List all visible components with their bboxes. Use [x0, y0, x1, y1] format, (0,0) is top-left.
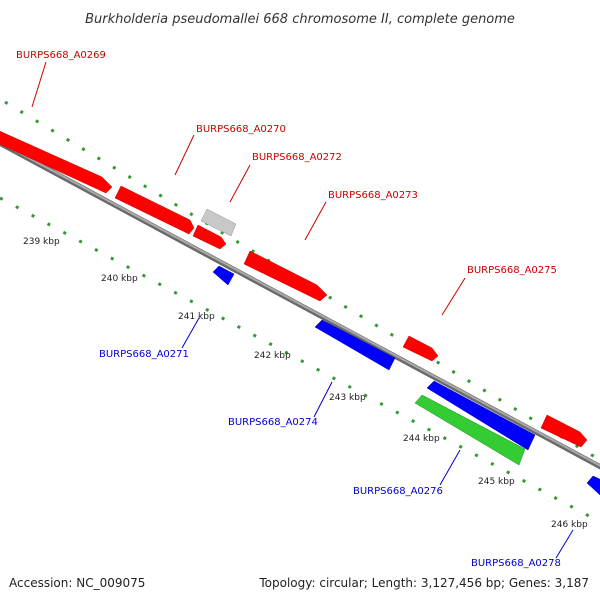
gene-labels: BURPS668_A0269 BURPS668_A0270 BURPS668_A…: [16, 50, 561, 569]
gene-features: [0, 129, 600, 496]
gene-label-a0278[interactable]: BURPS668_A0278: [471, 558, 561, 569]
gene-arrow-a0271[interactable]: [212, 265, 235, 286]
scale-label: 243 kbp: [329, 393, 366, 403]
gene-label-a0271[interactable]: BURPS668_A0271: [99, 349, 189, 360]
map-title: Burkholderia pseudomallei 668 chromosome…: [85, 12, 515, 27]
scale-label: 241 kbp: [178, 312, 215, 322]
gene-label-a0273[interactable]: BURPS668_A0273: [328, 190, 418, 201]
accession-text: Accession: NC_009075: [9, 576, 145, 590]
chromosome-backbone: [0, 140, 600, 470]
gene-arrow-a0278[interactable]: [586, 475, 600, 496]
gene-arrow-a0272[interactable]: [192, 224, 227, 250]
inner-tick-track: [0, 196, 600, 524]
leader-lines: [31, 61, 574, 559]
scale-label: 242 kbp: [254, 351, 291, 361]
gene-arrow-a0275[interactable]: [402, 335, 439, 362]
tick-tracks: [0, 100, 600, 524]
gene-label-a0270[interactable]: BURPS668_A0270: [196, 124, 286, 135]
gene-arrow-a0270[interactable]: [114, 185, 195, 235]
gene-label-a0274[interactable]: BURPS668_A0274: [228, 417, 318, 428]
genome-info-text: Topology: circular; Length: 3,127,456 bp…: [258, 576, 589, 590]
scale-labels: 239 kbp 240 kbp 241 kbp 242 kbp 243 kbp …: [23, 237, 588, 530]
gene-arrow-a0276[interactable]: [414, 394, 526, 466]
gene-arrow-a0276-reverse[interactable]: [426, 380, 536, 451]
outer-tick-track: [4, 100, 600, 462]
gene-label-a0276[interactable]: BURPS668_A0276: [353, 486, 443, 497]
gene-arrow-a0273[interactable]: [243, 250, 328, 302]
gene-label-a0269[interactable]: BURPS668_A0269: [16, 50, 106, 61]
gene-arrow-grey-feature[interactable]: [200, 208, 237, 237]
gene-arrow-a0277[interactable]: [540, 414, 588, 448]
gene-arrow-a0269[interactable]: [0, 129, 113, 194]
gene-arrow-a0274[interactable]: [314, 319, 396, 371]
gene-label-a0275[interactable]: BURPS668_A0275: [467, 265, 557, 276]
scale-label: 244 kbp: [403, 434, 440, 444]
scale-label: 245 kbp: [478, 477, 515, 487]
gene-label-a0272[interactable]: BURPS668_A0272: [252, 152, 342, 163]
scale-label: 246 kbp: [551, 520, 588, 530]
scale-label: 239 kbp: [23, 237, 60, 247]
scale-label: 240 kbp: [101, 274, 138, 284]
